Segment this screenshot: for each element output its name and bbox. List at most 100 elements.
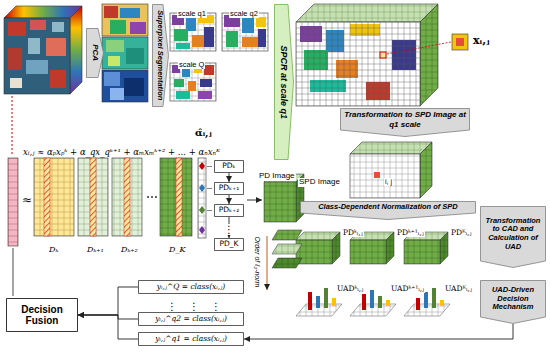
node-label: Transformation to CAD and Calculation of… — [484, 217, 542, 252]
dictionary-matrix-part — [176, 158, 182, 236]
pixel-vector-part — [8, 158, 18, 246]
dictionary-matrix-part — [34, 158, 74, 236]
class-box: yᵢ,ⱼ^q2 = class(xᵢ,ⱼ) — [138, 312, 244, 326]
pca-component-images — [102, 4, 148, 102]
pd-map-label: PDᵏ⁺¹ᵢ,ⱼ — [396, 229, 425, 237]
pixel-leader — [12, 96, 13, 156]
superpixel-maps-part — [186, 17, 196, 31]
hyperspectral-cube — [4, 6, 82, 94]
node-label: yᵢ,ⱼ^q2 = class(xᵢ,ⱼ) — [155, 315, 227, 324]
connector — [78, 287, 138, 315]
spd-image-cube-part — [374, 172, 380, 178]
pd-box: PD_K — [214, 238, 244, 251]
node-label: Class-Dependent Normalization of SPD — [318, 203, 458, 212]
ellipsis: ⋮ — [223, 224, 235, 235]
superpixel-maps-part — [258, 29, 266, 47]
label-holder: SPD Image — [298, 170, 341, 188]
label-holder: Dₖ — [48, 238, 59, 256]
pd-slices-part — [272, 244, 302, 254]
decision-mechanism-arrow: UAD-Driven Decision Mechanism — [480, 280, 546, 324]
pca-component-images-part — [110, 88, 124, 100]
label-holder: xᵢ,ⱼ — [472, 30, 490, 48]
dictionary-matrix-part — [78, 158, 108, 236]
dictionary-matrix-part — [124, 158, 130, 236]
dictionary-matrix-part — [44, 158, 50, 236]
node-label: PCA — [90, 45, 99, 62]
hyperspectral-cube-part — [52, 22, 64, 32]
label-holder: xᵢ,ⱼ ≈ αₚxₚᵏ + α_qx_qᵏ⁺¹ + αₘxₘᵏ⁺² + ...… — [22, 141, 221, 159]
pca-component-images-part — [104, 6, 118, 18]
image-caption: PD Image — [258, 172, 296, 181]
label-holder: PD Image — [258, 164, 296, 182]
pca-component-images-part — [106, 40, 124, 52]
node-label: yᵢ,ⱼ^Q = class(xᵢ,ⱼ) — [157, 283, 225, 292]
connector — [244, 324, 513, 339]
dictionary-matrix-part — [112, 158, 142, 236]
pd-maps — [296, 232, 448, 264]
superpixel-cube-part — [296, 4, 438, 22]
pd-maps-part — [404, 240, 440, 264]
superpixel-cube-part — [420, 4, 438, 106]
dictionary-matrix-part — [90, 158, 96, 236]
coefficient-vector-part — [199, 226, 205, 234]
superpixel-maps-part — [226, 31, 238, 47]
hyperspectral-cube-part — [70, 6, 82, 94]
node-outline-shape — [275, 5, 294, 160]
approx-sign: ≈ — [21, 194, 33, 207]
pd-maps-part — [440, 232, 448, 264]
pd-box: PDₖ₊₁ — [214, 182, 244, 195]
dictionary-matrix-part — [147, 196, 149, 198]
ellipsis: ⋮ — [166, 301, 178, 312]
pd-maps-part — [350, 240, 386, 264]
dictionary-label: Dₖ₊₂ — [120, 246, 139, 255]
uad-maps-part — [386, 300, 390, 306]
node-outline-shape — [215, 183, 244, 195]
coefficient-vector-part — [199, 162, 205, 170]
node-label: PDₖ₊₂ — [219, 206, 239, 215]
connector — [229, 195, 230, 204]
uad-maps-part — [416, 298, 420, 310]
segmentation-arrow: Superpixel Segmentation — [152, 4, 169, 107]
superpixel-maps-part — [256, 17, 266, 27]
hyperspectral-cube-part — [4, 18, 70, 94]
pca-component-images-part — [120, 8, 140, 18]
hyperspectral-cube-part — [28, 38, 40, 54]
uad-maps-part — [332, 298, 336, 306]
uad-maps-part — [308, 292, 312, 310]
node-outline-shape — [301, 202, 476, 220]
label-holder: PDᵏ⁺¹ᵢ,ⱼ — [396, 221, 425, 239]
uad-maps-part — [362, 294, 366, 310]
uad-map-label: UADᴷᵢ,ⱼ — [444, 285, 473, 293]
label-holder: ⋮ — [210, 296, 222, 314]
pca-component-images-part — [102, 37, 148, 69]
uad-maps-part — [440, 300, 444, 306]
node-label: yᵢ,ⱼ^q1 = class(xᵢ,ⱼ) — [155, 335, 227, 344]
ellipsis: ⋮ — [188, 301, 200, 312]
hyperspectral-cube-part — [8, 48, 22, 70]
node-outline-shape — [481, 281, 546, 324]
scale-caption: scale q1 — [177, 10, 207, 18]
superpixel-cube-part — [456, 38, 464, 46]
hyperspectral-cube-part — [46, 38, 66, 56]
pca-component-images-part — [104, 72, 120, 86]
superpixel-cube-part — [296, 22, 420, 106]
pd-map-label: PDᵏᵢ,ⱼ — [342, 229, 364, 237]
superpixel-maps-part — [174, 79, 184, 87]
spd-image-cube-part — [350, 154, 420, 198]
scale-caption: scale Q — [178, 61, 205, 69]
label-holder: UADᴷᵢ,ⱼ — [444, 277, 473, 295]
label-holder: scale Q — [178, 53, 205, 71]
superpixel-cube-part — [296, 22, 420, 106]
label-holder: ⋮ — [188, 296, 200, 314]
superpixel-maps-part — [176, 91, 190, 99]
dictionary-matrix-part — [151, 196, 153, 198]
spd-image-cube — [350, 142, 432, 198]
uad-maps-part — [378, 296, 382, 308]
node-label: UAD-Driven Decision Mechanism — [484, 286, 542, 312]
pixel-label: xᵢ,ⱼ — [472, 35, 490, 47]
pd-box: PDₖ — [214, 160, 244, 173]
hyperspectral-cube-part — [8, 22, 26, 36]
superpixel-cube-part — [387, 42, 451, 54]
hyperspectral-cube-part — [10, 78, 22, 88]
node-outline-shape — [7, 299, 78, 332]
